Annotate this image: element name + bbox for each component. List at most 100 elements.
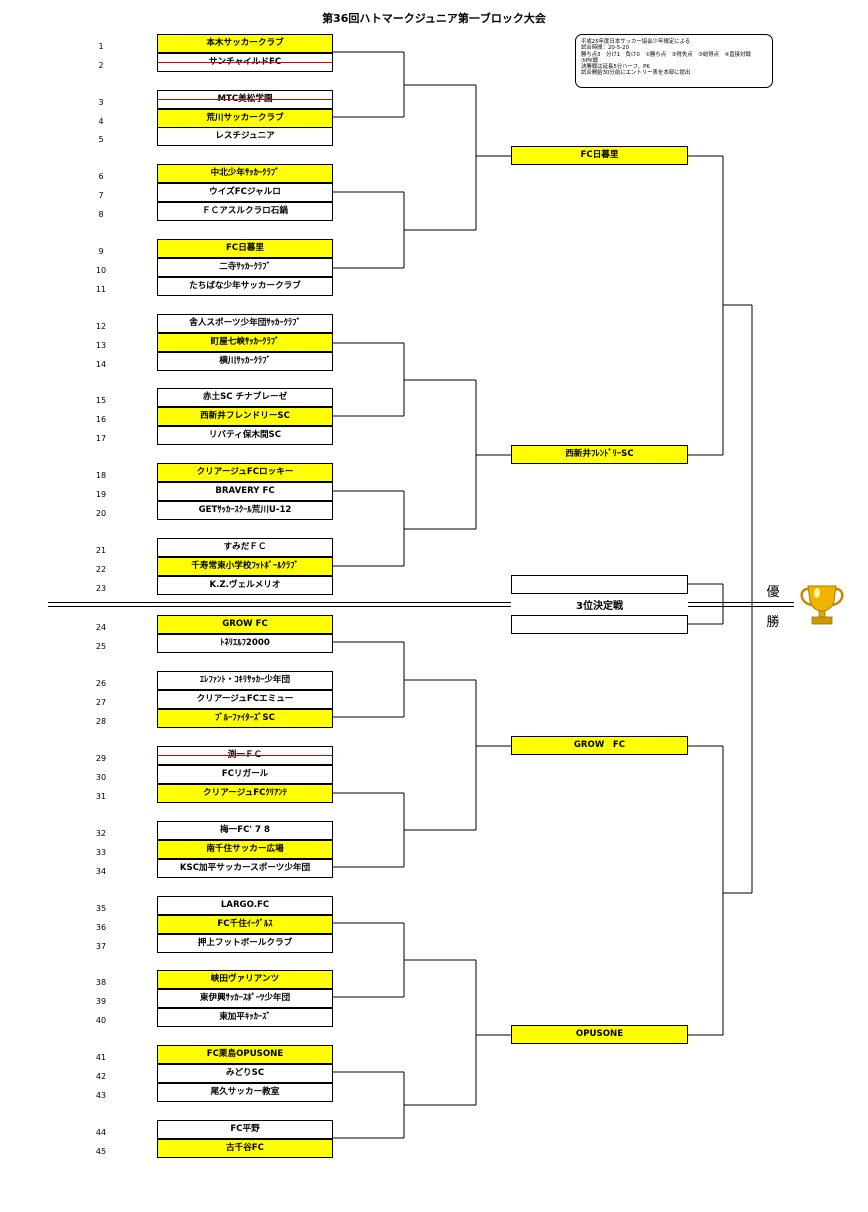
team-slot: 町屋七峡ｻｯｶｰｸﾗﾌﾞ: [157, 333, 333, 352]
seed-number: 25: [95, 642, 107, 651]
team-slot: 南千住サッカー広場: [157, 840, 333, 859]
divider-line: [688, 602, 794, 607]
trophy-icon: [800, 585, 844, 625]
champion-label: 優: [766, 585, 780, 600]
third-place-slot: [511, 575, 688, 594]
team-slot: LARGO.FC: [157, 896, 333, 915]
seed-number: 22: [95, 565, 107, 574]
team-slot: レスチジュニア: [157, 127, 333, 146]
team-slot: K.Z.ヴェルメリオ: [157, 576, 333, 595]
team-slot: ウイズFCジャルロ: [157, 183, 333, 202]
team-slot: 梅一FC' 7 8: [157, 821, 333, 840]
seed-number: 28: [95, 717, 107, 726]
divider-line: [48, 602, 511, 607]
round-winner-box: OPUSONE: [511, 1025, 688, 1044]
seed-number: 34: [95, 867, 107, 876]
seed-number: 27: [95, 698, 107, 707]
team-slot: 二寺ｻｯｶｰｸﾗﾌﾞ: [157, 258, 333, 277]
team-slot: ﾄﾈﾘｴﾙﾌ2000: [157, 634, 333, 653]
team-slot: 横川ｻｯｶｰｸﾗﾌﾞ: [157, 352, 333, 371]
team-slot: 西新井フレンドリーSC: [157, 407, 333, 426]
round-winner-box: FC日暮里: [511, 146, 688, 165]
team-slot: FC栗島OPUSONE: [157, 1045, 333, 1064]
seed-number: 13: [95, 341, 107, 350]
team-slot: 東伊興ｻｯｶｰｽﾎﾟｰﾂ少年団: [157, 989, 333, 1008]
team-slot: GETｻｯｶｰｽｸｰﾙ荒川U-12: [157, 501, 333, 520]
seed-number: 7: [98, 191, 104, 200]
round-winner-box: 西新井ﾌﾚﾝﾄﾞﾘｰSC: [511, 445, 688, 464]
note-line: 試合時間：20-5-20: [581, 45, 629, 52]
seed-number: 33: [95, 848, 107, 857]
team-slot: 中北少年ｻｯｶｰｸﾗﾌﾞ: [157, 164, 333, 183]
trophy-base: [811, 616, 833, 625]
team-slot: FC日暮里: [157, 239, 333, 258]
trophy-cup: [807, 585, 837, 612]
seed-number: 14: [95, 360, 107, 369]
team-slot: 峡田ヴァリアンツ: [157, 970, 333, 989]
team-slot: ＦＣアスルクラロ石鍋: [157, 202, 333, 221]
team-slot: ﾌﾞﾙｰﾌｧｲﾀｰｽﾞSC: [157, 709, 333, 728]
team-slot: 荒川サッカークラブ: [157, 109, 333, 128]
rules-notes-box: 平成25年度日本サッカー協会少年規定による 試合時間：20-5-20 勝ち点3 …: [575, 34, 773, 88]
seed-number: 8: [98, 210, 104, 219]
team-slot: サンチャイルドFC: [157, 53, 333, 72]
seed-number: 39: [95, 997, 107, 1006]
seed-number: 16: [95, 415, 107, 424]
seed-number: 10: [95, 266, 107, 275]
seed-number: 35: [95, 904, 107, 913]
team-slot: FC千住ｲｰｸﾞﾙｽ: [157, 915, 333, 934]
trophy-stem: [818, 610, 826, 618]
seed-number: 40: [95, 1016, 107, 1025]
seed-number: 2: [98, 61, 104, 70]
trophy-handles: [800, 587, 844, 607]
seed-number: 19: [95, 490, 107, 499]
round-winner-box: GROW FC: [511, 736, 688, 755]
team-slot: すみだＦＣ: [157, 538, 333, 557]
team-slot: FC平野: [157, 1120, 333, 1139]
team-slot: 渕一ＦＣ: [157, 746, 333, 765]
seed-number: 3: [98, 98, 104, 107]
seed-number: 20: [95, 509, 107, 518]
champion-label: 勝: [766, 615, 780, 630]
seed-number: 32: [95, 829, 107, 838]
note-line: 勝ち点3 分け1 負け0 ①勝ち点 ②得失点 ③総得点 ④直接対戦: [581, 51, 751, 58]
third-place-label: 3位決定戦: [576, 601, 623, 612]
team-slot: クリアージュFCｸﾘｱﾝﾃ: [157, 784, 333, 803]
seed-number: 6: [98, 172, 104, 181]
team-slot: 古千谷FC: [157, 1139, 333, 1158]
team-slot: 本木サッカークラブ: [157, 34, 333, 53]
note-line: 平成25年度日本サッカー協会少年規定による: [581, 39, 691, 45]
seed-number: 15: [95, 396, 107, 405]
team-slot: 赤土SC チナブレーゼ: [157, 388, 333, 407]
seed-number: 1: [98, 42, 104, 51]
team-slot: たちばな少年サッカークラブ: [157, 277, 333, 296]
team-slot: 尾久サッカー教室: [157, 1083, 333, 1102]
seed-number: 31: [95, 792, 107, 801]
seed-number: 21: [95, 546, 107, 555]
seed-number: 23: [95, 584, 107, 593]
team-slot: 東加平ｷｯｶｰｽﾞ: [157, 1008, 333, 1027]
team-slot: 舎人スポーツ少年団ｻｯｶｰｸﾗﾌﾞ: [157, 314, 333, 333]
note-line: ⑤PK戦: [581, 57, 599, 64]
team-slot: みどりSC: [157, 1064, 333, 1083]
team-slot: ｴﾚﾌｧﾝﾄ・ｺｷﾘｻｯｶｰ少年団: [157, 671, 333, 690]
team-slot: クリアージュFCエミュー: [157, 690, 333, 709]
seed-number: 30: [95, 773, 107, 782]
seed-number: 18: [95, 471, 107, 480]
team-slot: FCリガール: [157, 765, 333, 784]
seed-number: 24: [95, 623, 107, 632]
seed-number: 37: [95, 942, 107, 951]
team-slot: 千寿常東小学校ﾌｯﾄﾎﾞｰﾙｸﾗﾌﾞ: [157, 557, 333, 576]
seed-number: 17: [95, 434, 107, 443]
seed-number: 12: [95, 322, 107, 331]
seed-number: 4: [98, 117, 104, 126]
seed-number: 45: [95, 1147, 107, 1156]
team-slot: GROW FC: [157, 615, 333, 634]
seed-number: 43: [95, 1091, 107, 1100]
page-title: 第36回ハトマークジュニア第一ブロック大会: [322, 12, 546, 25]
team-slot: MTC美松学園: [157, 90, 333, 109]
team-slot: 押上フットボールクラブ: [157, 934, 333, 953]
seed-number: 9: [98, 247, 104, 256]
team-slot: BRAVERY FC: [157, 482, 333, 501]
